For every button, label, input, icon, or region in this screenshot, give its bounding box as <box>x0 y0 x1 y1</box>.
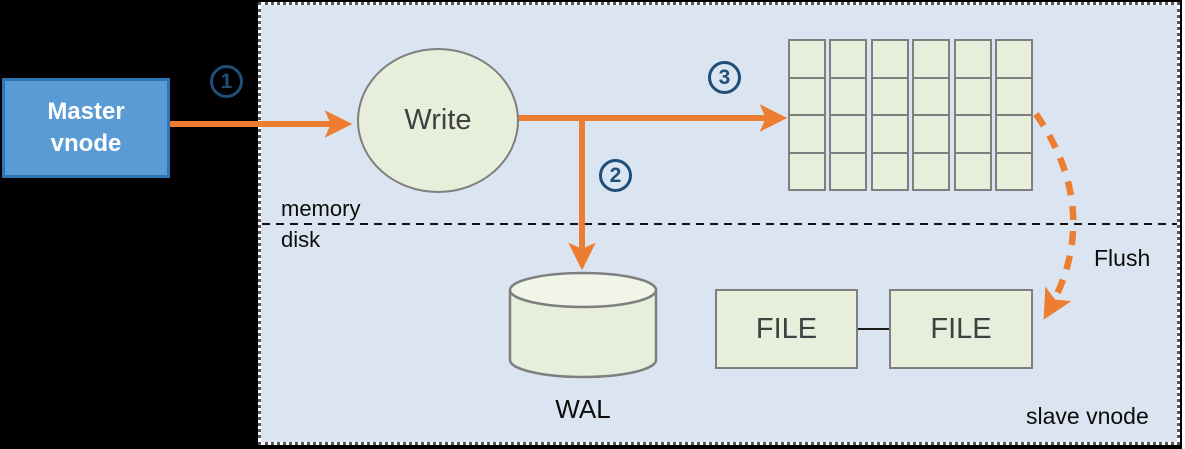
flush-label: Flush <box>1094 245 1151 271</box>
memtable-cell <box>790 79 824 116</box>
memtable-cell <box>831 116 866 154</box>
wal-label: WAL <box>555 394 611 424</box>
memtable-cell <box>831 154 865 190</box>
memtable-column <box>870 39 909 191</box>
page-right-margin <box>1182 0 1185 449</box>
master-vnode-label: Master vnode <box>47 97 125 157</box>
file-1-label: FILE <box>755 312 818 345</box>
memtable-cell <box>873 154 907 190</box>
slave-vnode-label: slave vnode <box>1026 403 1149 429</box>
step-1-badge: 1 <box>210 65 243 98</box>
file-2-label: FILE <box>930 312 992 345</box>
memtable-cell <box>831 41 866 79</box>
node-file-2: FILE <box>889 289 1033 369</box>
memtable-cell <box>955 79 990 116</box>
memtable-column <box>953 39 992 191</box>
node-master-vnode: Master vnode <box>2 78 170 178</box>
write-label: Write <box>404 104 472 136</box>
node-file-1: FILE <box>715 289 858 369</box>
memtable-cell <box>914 154 948 190</box>
memtable-grid <box>788 39 1033 191</box>
memtable-cell <box>997 154 1031 190</box>
memtable-column <box>912 39 951 191</box>
memtable-cell <box>955 116 990 154</box>
memtable-cell <box>914 79 949 116</box>
memtable-cell <box>914 116 949 154</box>
memtable-cell <box>872 116 907 154</box>
step-3-badge: 3 <box>708 61 741 94</box>
memtable-cell <box>956 154 990 190</box>
memtable-column <box>788 39 826 191</box>
memtable-cell <box>914 41 949 79</box>
memtable-cell <box>996 116 1031 154</box>
memtable-cell <box>831 79 866 116</box>
memtable-cell <box>996 79 1031 116</box>
memtable-cell <box>872 79 907 116</box>
memtable-cell <box>996 41 1031 79</box>
memory-label: memory <box>281 196 361 221</box>
node-write: Write <box>357 48 519 193</box>
step-2-badge: 2 <box>599 159 632 192</box>
memtable-cell <box>790 154 824 190</box>
memtable-cell <box>955 41 990 79</box>
disk-label: disk <box>281 227 321 252</box>
memtable-column <box>829 39 868 191</box>
memtable-cell <box>790 41 824 79</box>
memtable-cell <box>790 116 824 154</box>
memtable-column <box>994 39 1033 191</box>
memtable-cell <box>872 41 907 79</box>
